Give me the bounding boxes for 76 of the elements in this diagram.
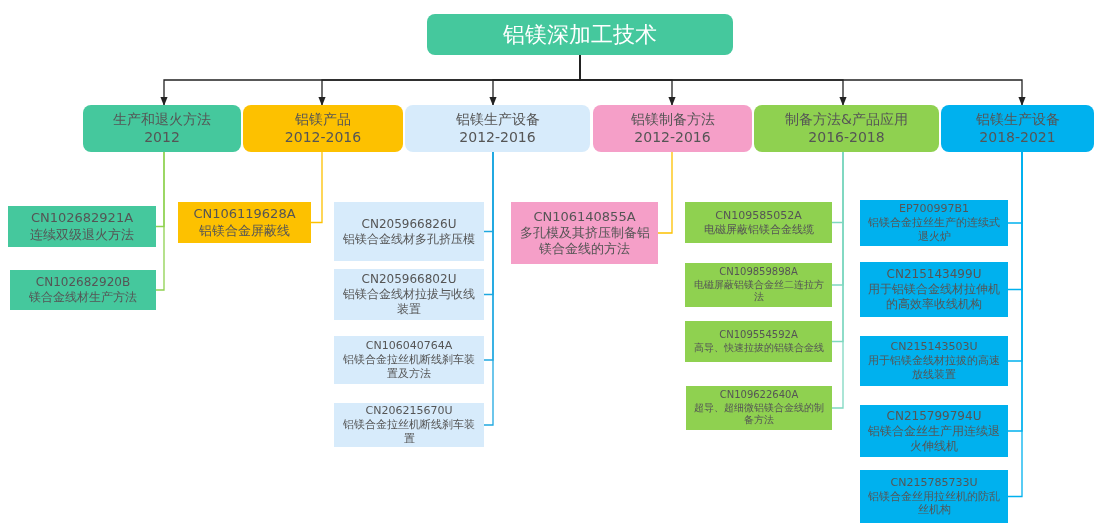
year-range: 2012-2016	[459, 128, 536, 146]
patent-box	[860, 336, 1008, 386]
patent-title: 铝镁合金丝用拉丝机的防乱丝机构	[867, 489, 1001, 518]
patent-number: CN109859898A	[719, 266, 798, 279]
patent-number: CN106140855A	[533, 208, 636, 225]
patent-number: CN215799794U	[886, 408, 982, 424]
category-box	[83, 105, 241, 152]
heading: 铝镁生产设备	[455, 111, 540, 129]
patent-title: 用于铝镁合金线材拉伸机的高效率收线机构	[867, 282, 1001, 312]
patent-title: 电磁屏蔽铝镁合金线缆	[703, 222, 814, 237]
patent-title: 用于铝镁金线材拉拔的高速放线装置	[867, 354, 1001, 382]
year-range: 2012-2016	[284, 128, 362, 146]
patent-number: CN106040764A	[365, 339, 453, 354]
root-box	[427, 14, 733, 55]
patent-number: CN205966826U	[361, 216, 457, 232]
patent-box	[860, 470, 1008, 523]
patent-box	[511, 202, 658, 264]
patent-box	[685, 202, 832, 243]
patent-title: 多孔模及其挤压制备铝镁合金线的方法	[518, 224, 651, 258]
patent-number: EP700997B1	[898, 202, 970, 217]
category-box	[941, 105, 1094, 152]
patent-title: 连续双级退火方法	[30, 226, 134, 243]
patent-number: CN206215670U	[365, 404, 453, 419]
category-box	[243, 105, 403, 152]
connector-line	[483, 151, 494, 426]
heading: 生产和退火方法	[113, 111, 211, 129]
patent-title: 镁合金线材生产方法	[29, 290, 137, 305]
connector-line	[831, 151, 844, 409]
patent-box	[860, 405, 1008, 457]
patent-box	[686, 386, 832, 430]
patent-number: CN215785733U	[890, 475, 978, 490]
heading: 铝镁深加工技术	[503, 20, 657, 49]
heading: 铝镁产品	[295, 111, 351, 129]
patent-title: 铝镁合金拉丝机断线刹车装置及方法	[342, 353, 476, 381]
patent-title: 铝镁合金丝生产用连续退火伸线机	[867, 423, 1001, 454]
patent-box	[334, 202, 484, 261]
patent-title: 铝镁合金线材拉拔与收线装置	[342, 287, 476, 317]
patent-title: 超导、超细微铝镁合金线的制备方法	[693, 401, 825, 427]
patent-number: CN109554592A	[719, 329, 798, 342]
heading: 制备方法&产品应用	[785, 111, 908, 129]
patent-title: 电磁屏蔽铝镁合金丝二连拉方法	[692, 278, 825, 304]
category-box	[593, 105, 752, 152]
patent-box	[8, 206, 156, 247]
patent-number: CN109585052A	[715, 208, 802, 223]
patent-box	[178, 202, 311, 243]
patent-title: 高导、快速拉拔的铝镁合金线	[693, 341, 824, 354]
patent-box	[685, 321, 832, 362]
year-range: 2012	[144, 128, 180, 146]
patent-box	[860, 262, 1008, 317]
patent-title: 铝镁合金屏蔽线	[199, 222, 290, 239]
patent-box	[334, 403, 484, 447]
year-range: 2016-2018	[808, 128, 885, 146]
patent-number: CN106119628A	[193, 206, 296, 223]
patent-box	[860, 200, 1008, 246]
patent-box	[334, 336, 484, 384]
patent-title: 铝镁合金线材多孔挤压模	[343, 231, 475, 247]
patent-number: CN102682921A	[30, 210, 134, 227]
year-range: 2012-2016	[634, 128, 711, 146]
heading: 铝镁制备方法	[630, 111, 715, 129]
category-box	[405, 105, 590, 152]
patent-number: CN102682920B	[35, 275, 131, 290]
patent-box	[685, 263, 832, 307]
patent-number: CN215143503U	[890, 340, 978, 355]
category-box	[754, 105, 939, 152]
connector-line	[155, 151, 165, 291]
patent-title: 铝镁合金拉丝生产的连续式退火炉	[867, 216, 1001, 244]
patent-number: CN205966802U	[361, 272, 457, 287]
patent-box	[10, 270, 156, 310]
patent-box	[334, 269, 484, 320]
patent-number: CN215143499U	[886, 267, 982, 282]
year-range: 2018-2021	[979, 128, 1056, 146]
connector-line	[657, 151, 673, 234]
patent-number: CN109622640A	[719, 389, 799, 402]
patent-title: 铝镁合金拉丝机断线刹车装置	[342, 418, 476, 446]
heading: 铝镁生产设备	[975, 111, 1060, 129]
connector-line	[310, 151, 323, 224]
